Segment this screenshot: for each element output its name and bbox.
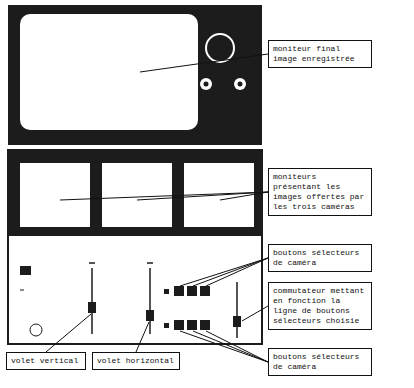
callout-text: commutateur mettant en fonction la ligne… [273,286,367,326]
callout-box: volet vertical [6,352,86,370]
slider-knob [88,302,96,313]
slider-mark [89,262,95,264]
leader-line [206,331,268,362]
camera-button [174,320,184,330]
callout-text: boutons sélecteurs de caméra [273,248,367,268]
leader-line [137,192,268,200]
callout-box: boutons sélecteurs de caméra [268,348,372,376]
camera-screen [102,163,172,227]
camera-screen [20,163,90,227]
leader-line [136,322,149,352]
callout-text: volet vertical [11,356,81,366]
console-housing [8,150,262,344]
small-knob-center [204,82,209,87]
leader-line [193,258,268,286]
row-indicator [164,323,169,328]
callout-text: moniteur final image enregistrée [273,44,367,64]
screen-band [8,150,262,236]
mark [20,290,24,291]
main-knob [206,34,234,62]
callout-text: boutons sélecteurs de caméra [273,352,367,372]
slider-track [91,268,93,334]
final-screen [20,14,198,130]
camera-button [187,286,197,296]
small-knob [200,78,212,90]
leader-line [180,331,268,362]
callout-text: volet horizontal [97,356,175,366]
slider-knob [146,310,154,321]
leader-line [242,306,268,321]
leader-line [220,192,268,200]
callout-box: volet horizontal [92,352,180,370]
dial [30,324,42,336]
callout-box: commutateur mettant en fonction la ligne… [268,282,372,330]
camera-button [200,286,210,296]
camera-button [200,320,210,330]
switch-knob [233,316,241,327]
leader-line [46,314,91,352]
small-knob [234,78,246,90]
callout-box: boutons sélecteurs de caméra [268,244,372,272]
small-knob-center [238,82,243,87]
indicator-square [20,266,31,275]
leader-line [193,331,268,362]
leader-line [180,258,268,286]
slider-mark [147,262,153,264]
slider-track [149,268,151,334]
switch-track [236,282,238,338]
row-indicator [164,289,169,294]
leader-line [140,54,268,72]
camera-button [174,286,184,296]
leader-line [206,258,268,286]
callout-box: moniteur final image enregistrée [268,40,372,68]
callout-box: moniteurs présentant les images offertes… [268,168,372,216]
callout-text: moniteurs présentant les images offertes… [273,172,367,212]
monitor-housing [8,5,262,145]
camera-button [187,320,197,330]
leader-line [60,192,268,200]
